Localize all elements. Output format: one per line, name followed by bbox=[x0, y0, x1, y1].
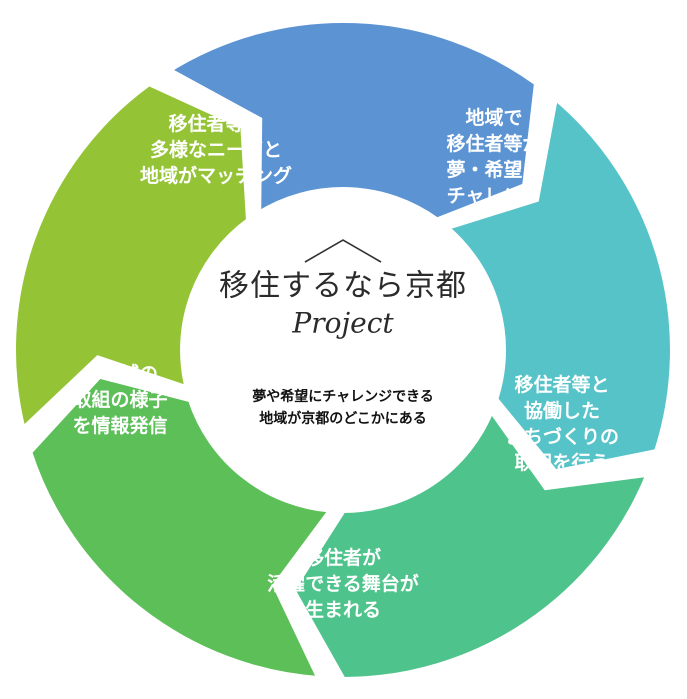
segment-share bbox=[10, 79, 253, 436]
logo-subtitle: Project bbox=[292, 306, 394, 340]
segment-label-community: 移住者等と 協働した まちづくりの 取組を行う bbox=[504, 374, 620, 474]
segment-stage bbox=[25, 372, 338, 683]
segment-label-share: 各地域の 取組の様子 を情報発信 bbox=[72, 363, 168, 437]
segment-matching bbox=[162, 16, 541, 224]
segment-community bbox=[288, 403, 654, 684]
segment-label-challenge: 地域で 移住者等が 夢・希望に チャレンジ bbox=[446, 107, 542, 207]
segment-label-matching: 移住者等の 多様なニーズと 地域がマッチング bbox=[139, 113, 293, 187]
project-logo: 移住するなら京都 Project bbox=[219, 261, 467, 340]
center-circle bbox=[185, 192, 501, 508]
segment-challenge bbox=[439, 91, 676, 476]
segment-label-stage: 移住者が 活躍できる舞台が 生まれる bbox=[267, 547, 419, 621]
logo-title: 移住するなら京都 bbox=[219, 268, 467, 304]
roof-icon bbox=[304, 239, 382, 263]
center-tagline: 夢や希望にチャレンジできる 地域が京都のどこかにある bbox=[252, 389, 434, 427]
